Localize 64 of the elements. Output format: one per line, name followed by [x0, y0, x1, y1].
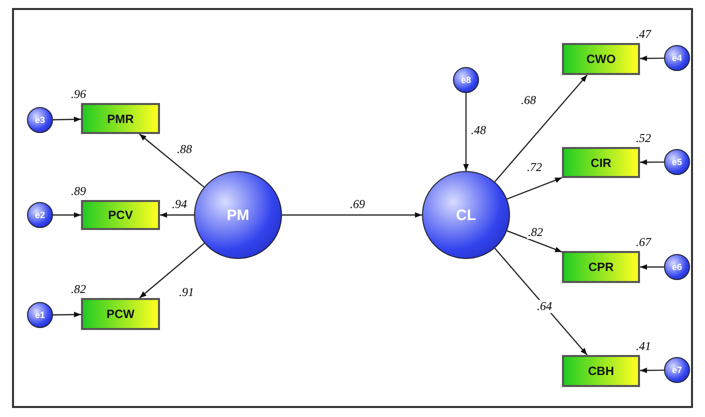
indicator-label: CWO [586, 52, 616, 66]
path-arrow [640, 159, 664, 165]
variable-label: e6 [672, 262, 682, 272]
path-arrow [52, 116, 82, 122]
error-term-circle [27, 202, 53, 228]
variable-label: CL [456, 206, 476, 224]
edge-label: .64 [536, 300, 553, 313]
r-squared-value: .52 [636, 132, 651, 145]
r-squared-value: .67 [636, 236, 651, 249]
r-squared-value: .96 [71, 88, 86, 101]
error-term-circle [27, 107, 53, 133]
indicator-box [562, 355, 640, 387]
r-squared-value: .89 [71, 185, 86, 198]
indicator-box [562, 147, 640, 178]
error-term-circle [27, 302, 53, 328]
path-arrow [494, 74, 588, 182]
edge-label: .94 [171, 198, 188, 211]
edge-label: .72 [526, 161, 543, 174]
r-squared-value: .41 [636, 340, 651, 353]
variable-label: PM [226, 206, 250, 224]
path-arrow [640, 368, 664, 374]
edge-label: .88 [176, 143, 193, 156]
path-arrow [139, 242, 205, 298]
variable-label: e3 [34, 115, 45, 125]
error-term-circle [664, 45, 690, 71]
path-arrow [506, 177, 562, 200]
path-arrow [494, 248, 588, 356]
path-arrow [139, 134, 204, 188]
path-arrow [160, 212, 194, 218]
indicator-label: CBH [588, 364, 614, 378]
variable-label: e7 [672, 365, 682, 375]
indicator-box [81, 200, 160, 230]
path-arrow [506, 230, 562, 253]
variable-label: e2 [34, 210, 45, 220]
indicator-box [562, 251, 640, 283]
indicator-label: PMR [107, 112, 134, 126]
variable-label: e5 [672, 157, 682, 167]
indicator-box [81, 298, 160, 330]
path-arrow [640, 264, 664, 270]
edge-label: .91 [178, 286, 195, 299]
path-arrow [53, 312, 81, 318]
indicator-box [81, 103, 160, 134]
variable-label: e8 [460, 75, 471, 85]
error-term-circle [453, 67, 479, 93]
path-arrow [463, 93, 469, 171]
indicator-box [562, 43, 640, 75]
path-arrow [53, 212, 81, 218]
error-term-circle [664, 357, 690, 383]
r-squared-value: .82 [71, 283, 86, 296]
error-term-circle [664, 149, 690, 175]
error-term-circle [664, 254, 690, 280]
indicator-label: PCW [106, 307, 134, 321]
r-squared-value: .47 [636, 28, 651, 41]
edge-label: .68 [520, 94, 537, 107]
indicator-label: CPR [588, 260, 614, 274]
path-arrow [282, 212, 422, 218]
edge-label: .82 [527, 226, 544, 239]
edge-label: .48 [470, 124, 487, 137]
edge-label: .69 [349, 198, 366, 211]
variable-label: e1 [34, 310, 45, 320]
indicator-label: PCV [108, 208, 133, 222]
indicator-label: CIR [590, 156, 612, 170]
path-arrow [640, 56, 664, 62]
variable-label: e4 [672, 53, 682, 63]
